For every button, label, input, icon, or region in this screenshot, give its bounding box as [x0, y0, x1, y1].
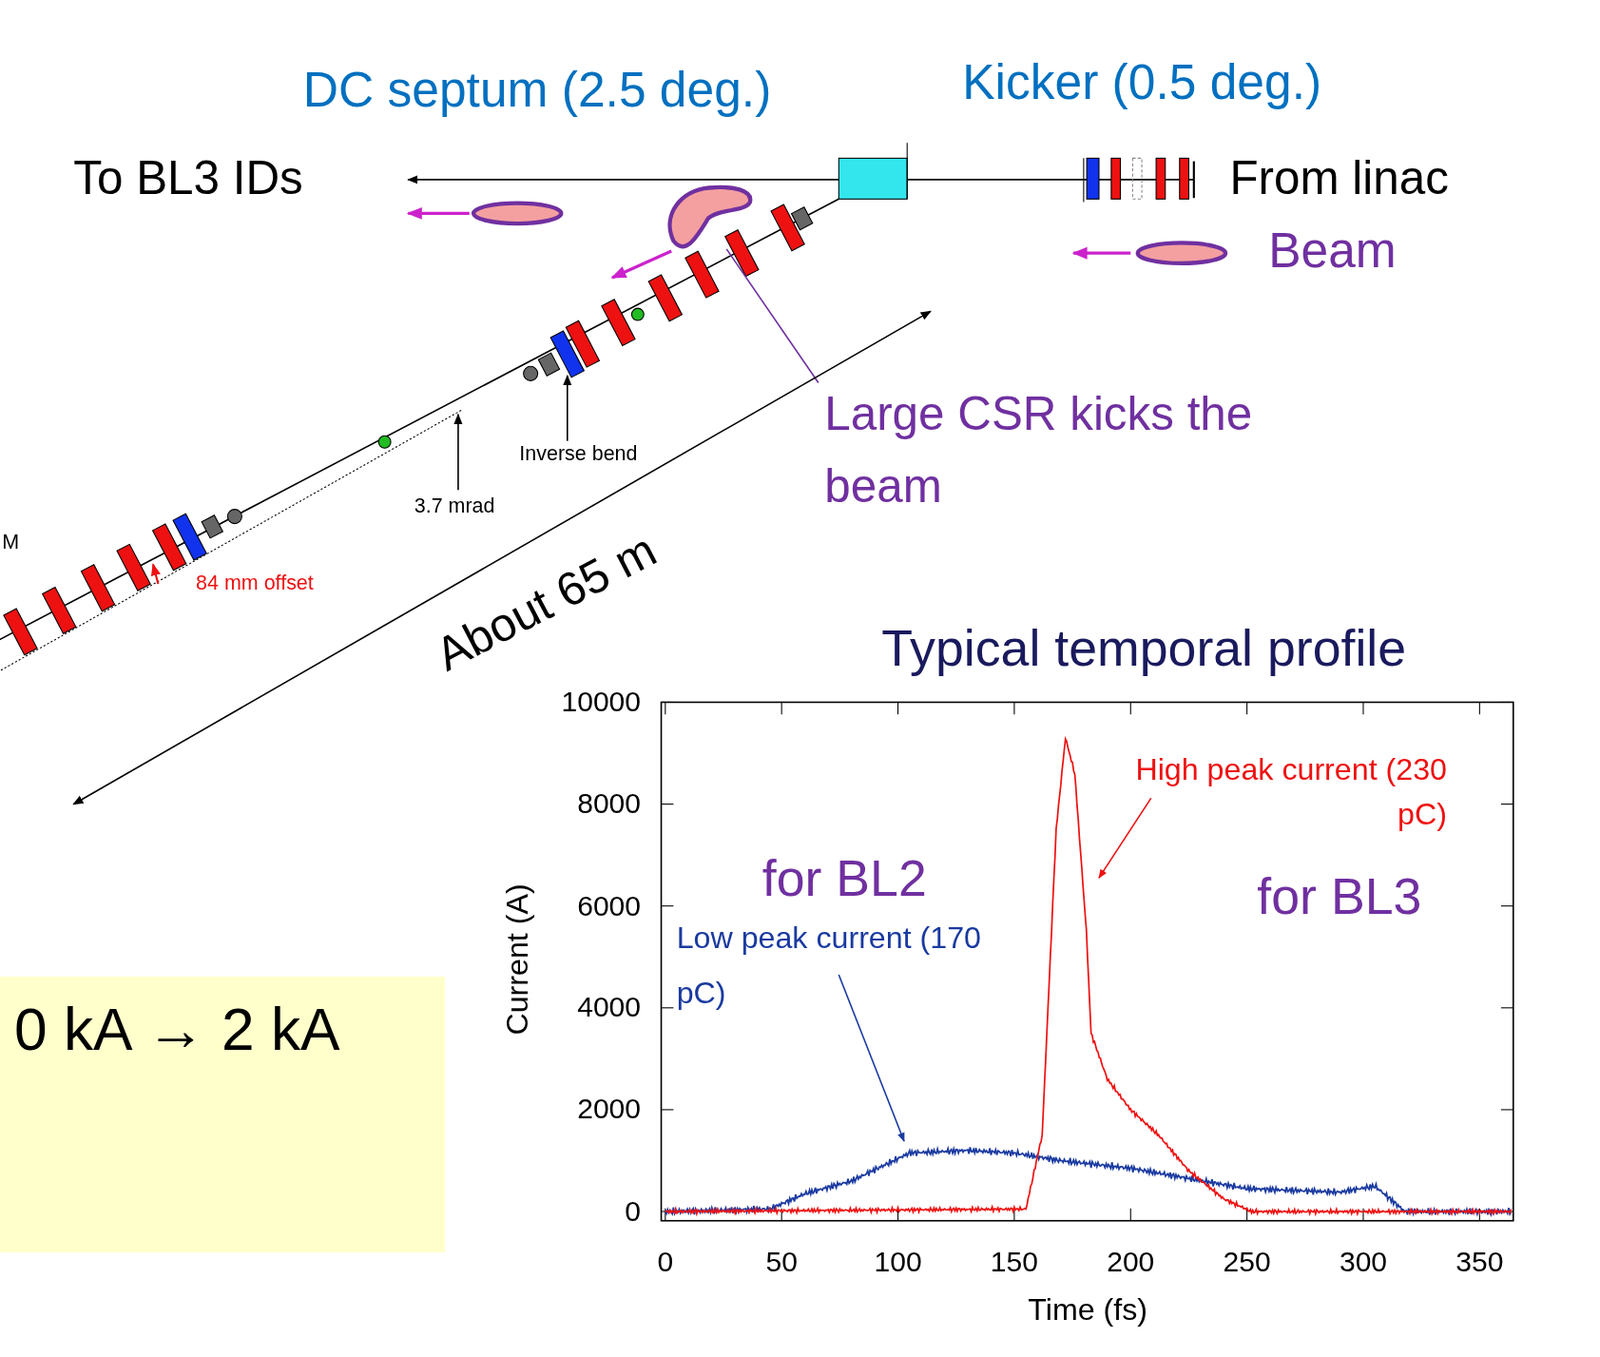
current-profile-low [665, 1146, 1512, 1215]
annotation-label: 250 [1223, 1245, 1272, 1279]
annotation-label: 200 [1106, 1245, 1155, 1279]
annotation-label: Large CSR kicks the beam [824, 377, 1264, 523]
annotation-label: Beam [1268, 222, 1397, 279]
annotation-label: M [1, 530, 20, 555]
annotation-label: 84 mm offset [195, 571, 314, 596]
magnet [538, 352, 560, 376]
note-text: 0 kA → 2 kA [14, 995, 428, 1064]
monitor [227, 509, 242, 524]
annotation-label: 4000 [577, 991, 641, 1025]
annotation-label: 150 [990, 1245, 1039, 1279]
leader-line [726, 249, 819, 384]
magnet [685, 250, 719, 298]
annotation-label: 50 [765, 1245, 797, 1279]
annotation-label: Low peak current (170 pC) [676, 909, 984, 1021]
beam-bunch [1137, 242, 1226, 263]
annotation-label: 0 [656, 1245, 674, 1279]
annotation-label: 300 [1339, 1245, 1388, 1279]
annotation-label: From linac [1229, 151, 1448, 206]
monitor [631, 308, 644, 321]
magnet [153, 523, 187, 571]
current-profile-high [665, 738, 1512, 1214]
magnet [116, 543, 151, 591]
annotation-label: 10000 [560, 685, 641, 719]
annotation-label: Kicker (0.5 deg.) [962, 54, 1322, 111]
annotation-label: 350 [1455, 1245, 1504, 1279]
annotation-label: About 65 m [426, 522, 665, 682]
annotation-label: 2000 [577, 1093, 641, 1127]
magnet [201, 515, 223, 539]
reference-line [0, 409, 462, 674]
annotation-label: Typical temporal profile [881, 619, 1407, 679]
annotation-label: Current (A) [500, 883, 536, 1035]
magnet [791, 207, 813, 231]
annotation-label: 6000 [577, 888, 641, 923]
kicker-magnet [1086, 157, 1099, 199]
annotation-label: for BL2 [762, 849, 927, 909]
monitor [523, 366, 539, 381]
annotation-label: To BL3 IDs [73, 151, 304, 206]
annotation-label: 100 [873, 1245, 922, 1279]
annotation-label: DC septum (2.5 deg.) [303, 60, 772, 117]
dimension-arrow [73, 310, 931, 804]
annotation-label: Inverse bend [519, 442, 637, 466]
magnet [648, 274, 682, 322]
monitor [378, 435, 391, 448]
magnet [80, 564, 115, 612]
annotation-label: 0 [624, 1195, 641, 1229]
beam-line [407, 178, 1194, 181]
annotation-label: High peak current (230 pC) [1120, 747, 1447, 836]
annotation-label: 3.7 mrad [414, 493, 496, 518]
magnet [42, 586, 77, 634]
magnet [601, 299, 636, 347]
note-box: 0 kA → 2 kA [0, 976, 444, 1253]
plot-frame [661, 701, 1514, 1220]
septum-magnet [838, 157, 907, 199]
magnet [3, 608, 38, 656]
annotation-label: Time (fs) [1027, 1291, 1148, 1328]
annotation-label: for BL3 [1256, 867, 1422, 926]
dogleg-line [0, 198, 839, 642]
annotation-label: 8000 [577, 787, 641, 821]
beam-bunch [473, 203, 561, 224]
beam-bunch-distorted [670, 187, 752, 247]
